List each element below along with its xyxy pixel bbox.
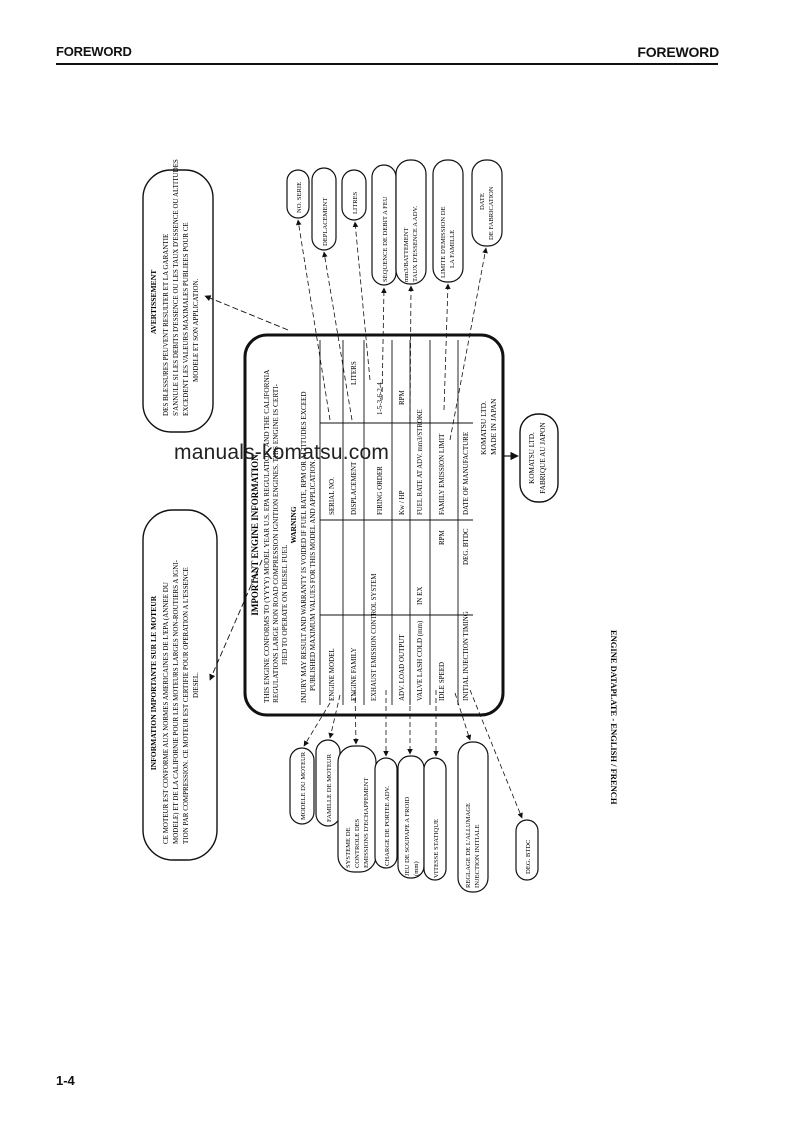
- row-label-5: IDLE SPEED: [438, 662, 446, 701]
- plate-warning-title: WARNING: [289, 506, 298, 543]
- svg-text:AVERTISSEMENT: AVERTISSEMENT: [149, 270, 158, 335]
- svg-text:REGLAGE DE L'ALLUMAGE: REGLAGE DE L'ALLUMAGE: [465, 803, 472, 888]
- row-label-1: ENGINE FAMILY: [350, 648, 358, 701]
- row-right-2: 1-5-3-6-2-4: [376, 382, 384, 415]
- svg-text:DEG. BTDC: DEG. BTDC: [525, 839, 532, 874]
- plate-maker-1: KOMATSU LTD.: [479, 401, 488, 455]
- callout-right-3: SEQUENCE DE DEBIT A FEU: [371, 164, 397, 401]
- row-right-3: RPM: [398, 389, 406, 405]
- row-right-6: DATE OF MANUFACTURE: [462, 432, 470, 515]
- svg-text:SYSTEME DE: SYSTEME DE: [345, 828, 352, 868]
- svg-text:VITESSE STATIQUE: VITESSE STATIQUE: [433, 819, 440, 878]
- row-mid-0: SERIAL NO.: [328, 477, 336, 515]
- callout-right-2: LITRES: [341, 169, 371, 381]
- svg-text:LIMITE D'EMISSION DE: LIMITE D'EMISSION DE: [440, 206, 447, 278]
- svg-text:(mm): (mm): [413, 861, 420, 876]
- page-number: 1-4: [56, 1073, 75, 1088]
- svg-text:LA FAMILLE: LA FAMILLE: [449, 230, 456, 268]
- french-info-box: INFORMATION IMPORTANTE SUR LE MOTEUR CE …: [142, 509, 218, 861]
- svg-text:LITRES: LITRES: [352, 191, 359, 214]
- svg-text:FAMILLE DE MOTEUR: FAMILLE DE MOTEUR: [326, 753, 333, 822]
- svg-text:DIESEL.: DIESEL.: [192, 672, 200, 698]
- svg-text:FABRIQUE AU JAPON: FABRIQUE AU JAPON: [539, 422, 547, 494]
- callouts-left: MODELE DU MOTEUR FAMILLE DE MOTEUR SYSTE…: [289, 689, 539, 893]
- callout-left-2: SYSTEME DE CONTROLE DES EMISSIONS D'ECHA…: [337, 689, 377, 873]
- row-label-4: VALVE LASH COLD (mm): [416, 620, 424, 701]
- callout-right-4: mm3/BATTEMENT TAUX D'ESSENCE A ADV.: [395, 159, 427, 421]
- svg-text:DATE: DATE: [479, 193, 486, 210]
- header-right: FOREWORD: [637, 44, 719, 60]
- watermark: manuals-komatsu.com: [174, 441, 390, 464]
- row-mid-3: Kw / HP: [398, 490, 406, 515]
- svg-text:TION PAR COMPRESSION. CE MOTEU: TION PAR COMPRESSION. CE MOTEUR EST CERT…: [182, 567, 190, 844]
- callout-right-5: LIMITE D'EMISSION DE LA FAMILLE: [432, 159, 464, 411]
- row-mid-4: IN EX: [416, 587, 424, 605]
- plate-paragraph-3: FIED TO OPERATE ON DIESEL FUEL: [280, 544, 289, 665]
- svg-text:MODELE ET SON APPLICATION.: MODELE ET SON APPLICATION.: [192, 278, 200, 382]
- figure-caption: ENGINE DATAPLATE - ENGLISH / FRENCH: [609, 630, 619, 805]
- header-rule: [56, 63, 718, 65]
- row-mid-6: DEG. BTDC: [462, 528, 470, 565]
- row-label-6: INITIAL INJECTION TIMING: [462, 611, 470, 701]
- row-right-5: FAMILY EMISSION LIMIT: [438, 433, 446, 515]
- callout-left-4: JEU DE SOUPAPE A FROID (mm): [397, 690, 425, 879]
- callout-left-0: MODELE DU MOTEUR: [289, 702, 331, 825]
- plate-warning-1: INJURY MAY RESULT AND WARRANTY IS VOIDED…: [300, 392, 308, 704]
- svg-text:DEPLACEMENT: DEPLACEMENT: [322, 198, 329, 246]
- plate-paragraph-2: REGULATIONS LARGE NON ROAD COMPRESSION I…: [271, 383, 280, 703]
- row-right-1: LITERS: [350, 361, 358, 385]
- svg-text:S'ANNULE SI LES DEBITS D'ESSEN: S'ANNULE SI LES DEBITS D'ESSENCE OU LES …: [172, 159, 180, 416]
- svg-text:JEU DE SOUPAPE A FROID: JEU DE SOUPAPE A FROID: [404, 796, 411, 876]
- callout-left-6: REGLAGE DE L'ALLUMAGE INJECTION INITIALE: [454, 692, 489, 893]
- callout-left-7: DEG. BTDC: [469, 689, 539, 881]
- svg-text:MODELE DU MOTEUR: MODELE DU MOTEUR: [300, 751, 307, 820]
- svg-text:DE FABRICATION: DE FABRICATION: [488, 186, 495, 240]
- callout-left-1: FAMILLE DE MOTEUR: [315, 694, 341, 827]
- plate-title: IMPORTANT ENGINE INFORMATION: [250, 454, 260, 616]
- svg-text:INFORMATION IMPORTANTE SUR LE: INFORMATION IMPORTANTE SUR LE MOTEUR: [149, 595, 158, 770]
- row-label-0: ENGINE MODEL: [328, 648, 336, 701]
- svg-text:DES BLESSURES PEUVENT RESULTER: DES BLESSURES PEUVENT RESULTER ET LA GAR…: [162, 234, 170, 416]
- plate-warning-2: PUBLISHED MAXIMUM VALUES FOR THIS MODEL …: [309, 459, 317, 691]
- callout-right-0: NO. SERIE: [286, 169, 331, 421]
- svg-text:INJECTION INITIALE: INJECTION INITIALE: [474, 824, 481, 888]
- french-info-arrow: [209, 559, 263, 681]
- header-left: FOREWORD: [56, 44, 132, 59]
- callout-right-6: DATE DE FABRICATION: [449, 159, 503, 441]
- svg-text:SEQUENCE DE DEBIT A FEU: SEQUENCE DE DEBIT A FEU: [382, 196, 389, 282]
- row-mid-2: FIRING ORDER: [376, 466, 384, 515]
- callouts-right: NO. SERIE DEPLACEMENT LITRES SEQUENCE DE…: [286, 159, 503, 441]
- svg-text:NO. SERIE: NO. SERIE: [296, 182, 303, 213]
- french-warning-box: AVERTISSEMENT DES BLESSURES PEUVENT RESU…: [142, 159, 214, 433]
- maker-label-box: KOMATSU LTD. FABRIQUE AU JAPON: [519, 413, 559, 503]
- svg-text:CE MOTEUR EST CONFORME AUX NOR: CE MOTEUR EST CONFORME AUX NORMES AMERIC…: [162, 582, 170, 844]
- plate-paragraph-1: THIS ENGINE CONFORMS TO (YYYY) MODEL YEA…: [262, 369, 271, 703]
- row-label-2: EXHAUST EMISSION CONTROL SYSTEM: [371, 574, 378, 701]
- center-plate: IMPORTANT ENGINE INFORMATION THIS ENGINE…: [243, 333, 505, 717]
- svg-text:MODELE) ET DE LA CALIFORNIE PO: MODELE) ET DE LA CALIFORNIE POUR LES MOT…: [172, 559, 180, 844]
- row-right-4: FUEL RATE AT ADV. mm3/STROKE: [417, 409, 424, 515]
- plate-maker-2: MADE IN JAPAN: [489, 398, 498, 455]
- row-mid-1: DISPLACEMENT: [350, 461, 358, 515]
- svg-text:CHARGE DE PORTEE ADV.: CHARGE DE PORTEE ADV.: [384, 786, 391, 866]
- row-mid-5: RPM: [438, 529, 446, 545]
- callout-right-1: DEPLACEMENT: [311, 167, 353, 421]
- callout-left-3: CHARGE DE PORTEE ADV.: [374, 690, 398, 869]
- svg-text:CONTROLE DES: CONTROLE DES: [354, 818, 361, 868]
- svg-text:mm3/BATTEMENT: mm3/BATTEMENT: [403, 227, 410, 282]
- callout-left-5: VITESSE STATIQUE: [423, 690, 447, 881]
- svg-text:EXCEDENT LES VALEURS MAXIMALES: EXCEDENT LES VALEURS MAXIMALES PUBLIEES …: [182, 222, 190, 416]
- svg-text:KOMATSU LTD.: KOMATSU LTD.: [528, 432, 536, 484]
- svg-text:EMISSIONS D'ECHAPPEMENT: EMISSIONS D'ECHAPPEMENT: [363, 778, 370, 868]
- svg-text:TAUX D'ESSENCE A ADV.: TAUX D'ESSENCE A ADV.: [412, 206, 419, 282]
- row-label-3: ADV. LOAD OUTPUT: [398, 634, 406, 701]
- french-warning-arrow: [204, 295, 289, 331]
